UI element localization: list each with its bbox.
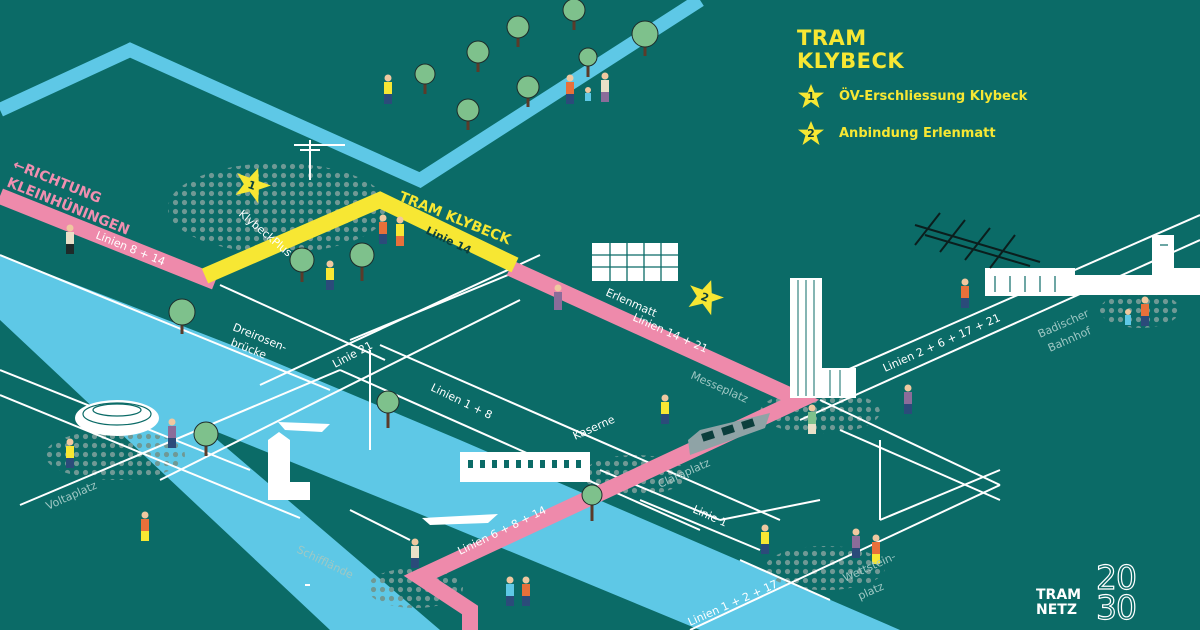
star-icon: 1 [797,83,825,110]
person-icon [661,394,669,424]
line-label: Linie 1 [691,503,730,530]
building-dome-stadium [75,400,159,436]
legend-item-number: 1 [807,90,815,103]
person-icon [411,538,419,568]
tree-icon [193,421,219,456]
plaza-klybeckplus [168,163,388,253]
tram-vehicle [688,413,770,455]
building-badischer-bahnhof [985,235,1200,296]
person-icon [506,576,514,606]
person-icon [761,524,769,554]
person-icon [141,511,149,541]
person-icon [396,216,404,246]
person-icon [808,404,816,434]
person-icon [384,74,392,104]
star-marker-1: 1 [235,168,271,204]
power-grid [914,212,1041,269]
star-marker-2: 2 [688,280,724,316]
person-icon [852,528,860,558]
legend-title: TRAM KLYBECK [797,27,1097,73]
person-icon [522,576,530,606]
person-icon [66,438,74,468]
building-crane [294,140,345,180]
star-number: 1 [246,178,258,193]
person-icon [168,418,176,448]
tree-icon [376,390,400,428]
person-icon [872,534,880,564]
tree-icon [578,47,598,77]
tram-line-existing [0,188,820,630]
person-icon [1141,296,1149,326]
person-icon [904,384,912,414]
person-icon [566,74,574,104]
legend-item-label: ÖV-Erschliessung Klybeck [839,89,1028,104]
tree-icon [581,484,603,521]
line-label: Linien 8 + 14 [94,229,167,269]
legend-item-number: 2 [807,127,815,140]
trees [168,0,659,521]
river-rhine [0,255,900,630]
tree-icon [631,20,659,56]
legend-title-line: KLYBECK [797,49,905,73]
tree-icon [456,98,480,130]
building-messeturm [790,278,856,398]
person-icon [961,278,969,308]
person-icon [326,260,334,290]
line-label: Linien 1 + 8 [429,381,495,422]
legend-item: 1 ÖV-Erschliessung Klybeck [797,83,1097,110]
tree-icon [289,247,315,282]
tree-icon [349,242,375,281]
logo-year: 20 [1095,558,1137,597]
line-label: Linie 21 [330,339,374,371]
tree-icon [168,298,196,334]
map-legend: TRAM KLYBECK 1 ÖV-Erschliessung Klybeck … [797,27,1097,147]
building-tower-schifflaende [268,432,310,500]
legend-item-label: Anbindung Erlenmatt [839,126,996,141]
river-upper [0,0,704,188]
tree-icon [562,0,586,30]
tree-icon [516,75,540,107]
boat-lower [422,514,498,525]
line-label: Linien 2 + 6 + 17 + 21 [881,311,1002,375]
tree-icon [506,15,530,47]
star-number: 2 [699,290,711,305]
person-icon [379,214,387,244]
person-icon [66,224,74,254]
tramnetz-logo: TRAM NETZ 20 30 [1036,560,1186,627]
plaza-voltaplatz [45,430,185,480]
tree-icon [466,40,490,72]
tram-line-klybeck-new [201,191,519,284]
pedestrians [66,72,1149,606]
star-icon: 2 [797,120,825,147]
building-kaserne [460,452,590,482]
plaza-badischer-bahnhof [1100,292,1180,328]
person-icon [1125,309,1131,325]
person-icon [554,284,562,310]
building-erlenmatt-block [592,243,678,281]
person-icon [601,72,609,102]
legend-title-line: TRAM [797,26,867,50]
tree-icon [414,63,436,94]
logo-word: NETZ [1036,602,1077,618]
legend-item: 2 Anbindung Erlenmatt [797,120,1097,147]
logo-year: 30 [1095,588,1137,627]
boat-upper [278,422,330,432]
person-icon [585,87,591,101]
logo-word: TRAM [1036,587,1082,603]
